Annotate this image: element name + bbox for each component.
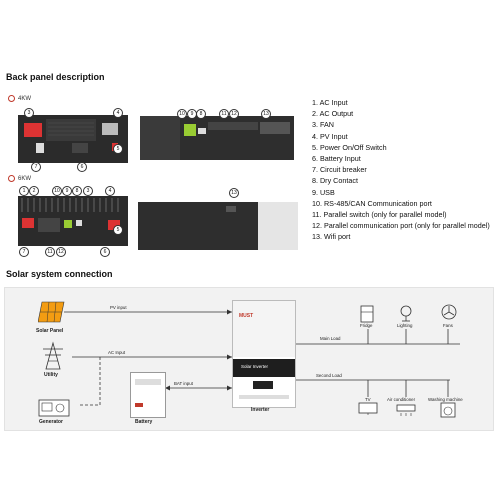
callout-2-6kw: 2 [29,186,39,196]
callout-13-4kw: 13 [261,109,271,119]
solar-panel-label: Solar Panel [36,328,64,334]
legend-item: 11. Parallel switch (only for parallel m… [312,210,447,220]
inverter-band [233,359,295,377]
inverter-4kw-rear-view [18,115,128,163]
legend-item: 12. Parallel communication port (only fo… [312,221,490,231]
callout-11-6kw: 11 [45,247,55,257]
callout-6-4kw: 6 [77,162,87,172]
callout-5-6kw: 5 [113,225,123,235]
kw4-label-text: 4KW [18,96,32,103]
callout-5-4kw: 5 [113,144,123,154]
callout-3-6kw: 3 [83,186,93,196]
back-panel-title: Back panel description [6,72,105,82]
legend-item: 3. FAN [312,120,334,130]
generator-label: Generator [39,419,63,425]
inverter-brand: MUST [239,313,254,319]
ac-input-label: AC Input [108,350,126,355]
legend-item: 9. USB [312,187,335,197]
battery-label: Battery [135,419,153,425]
tv-label: TV [365,397,371,402]
kw4-label: 4KW [8,95,31,102]
inverter-4kw-side-view [140,116,294,160]
callout-8-4kw: 8 [196,109,206,119]
legend-item: 6. Battery Input [312,154,361,164]
inverter-box: MUST Solar Inverter [232,300,296,408]
fridge-icon [360,305,374,323]
callout-9-6kw: 9 [62,186,72,196]
washing-machine-icon [440,402,456,418]
battery-display [135,379,161,385]
callout-3-4kw: 3 [24,108,34,118]
utility-tower-icon [43,341,63,370]
lighting-label: Lighting [397,323,413,328]
tv-icon [358,402,378,415]
inverter-6kw-side-view [138,202,298,250]
callout-12-6kw: 12 [56,247,66,257]
inverter-label: Inverter [251,407,270,413]
main-load-label: Main Load [320,336,341,341]
callout-4-6kw: 4 [105,186,115,196]
inverter-display-screen [253,381,273,389]
kw6-bullet-icon [8,175,15,182]
lighting-icon [400,305,412,322]
callout-13-6kw: 13 [229,188,239,198]
callout-7-4kw: 7 [31,162,41,172]
solar-title: Solar system connection [6,269,113,279]
bat-input-label: BAT input [174,381,193,386]
callout-10-6kw: 10 [52,186,62,196]
callout-1-6kw: 1 [19,186,29,196]
legend-item: 2. AC Output [312,109,354,119]
kw6-label-text: 6KW [18,176,32,183]
legend-item: 10. RS-485/CAN Communication port [312,198,432,208]
connection-lines [64,309,460,406]
pv-input-label: PV input [110,305,127,310]
callout-12-4kw: 12 [229,109,239,119]
kw4-bullet-icon [8,95,15,102]
fridge-label: Fridge [360,323,373,328]
inverter-bottom-strip [239,395,289,399]
callout-11-4kw: 11 [219,109,229,119]
legend-list: 1. AC Input 2. AC Output 3. FAN 4. PV In… [312,97,490,243]
utility-label: Utility [44,372,58,378]
legend-item: 4. PV Input [312,131,348,141]
fan-icon [441,304,457,320]
callout-7-6kw: 7 [19,247,29,257]
legend-item: 5. Power On/Off Switch [312,142,387,152]
generator-icon [38,399,70,417]
inverter-top-panel [233,301,295,357]
legend-item: 13. Wifi port [312,232,351,242]
battery-box [130,372,166,418]
legend-item: 7. Circuit breaker [312,165,367,175]
kw6-label: 6KW [8,175,31,182]
legend-item: 8. Dry Contact [312,176,358,186]
legend-item: 1. AC Input [312,98,348,107]
battery-logo-icon [135,403,143,407]
air-conditioner-label: Air conditioner [387,397,416,402]
solar-panel-icon [38,301,65,323]
inverter-band-text: Solar Inverter [241,364,269,369]
callout-4-4kw: 4 [113,108,123,118]
callout-8-6kw: 8 [72,186,82,196]
callout-6-6kw: 6 [100,247,110,257]
inverter-6kw-rear-view [18,196,128,246]
second-load-label: Second Load [316,373,342,378]
air-conditioner-icon [396,404,416,416]
callout-10-4kw: 10 [177,109,187,119]
fans-label: Fans [443,323,453,328]
washing-machine-label: Washing machine [428,397,463,402]
